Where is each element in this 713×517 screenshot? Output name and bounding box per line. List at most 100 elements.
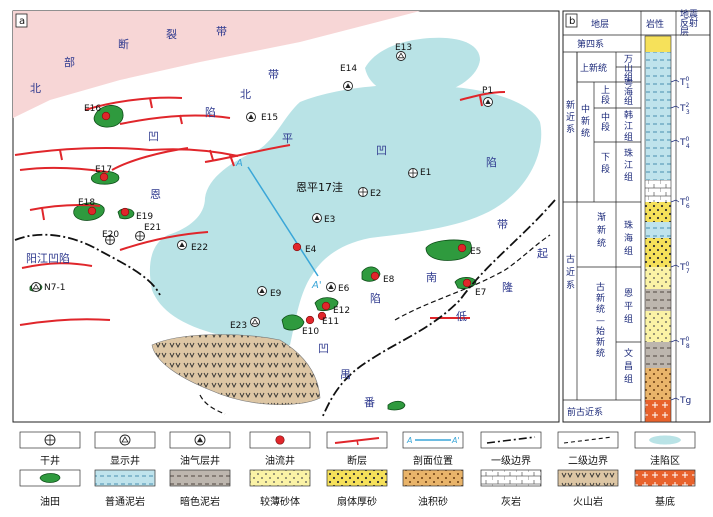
region-label-panyu-low-3: 陷	[370, 291, 381, 305]
header-strata: 地层	[591, 18, 609, 30]
primary-boundary-line	[14, 233, 161, 296]
eocene-label: 古新统—始新统	[596, 281, 605, 359]
well-e22-gas-icon	[177, 240, 187, 250]
north-fault-block	[13, 11, 420, 118]
well-e3-gas-icon	[312, 213, 322, 223]
panel-b-tag: b	[569, 16, 575, 27]
paleogene-label: 古近系	[566, 253, 575, 291]
well-e19-oil-icon	[120, 207, 130, 217]
well-label-e11: E11	[322, 317, 339, 327]
well-label-e22: E22	[191, 243, 208, 253]
region-label-enping-depression-1: 平	[282, 132, 293, 145]
panel-a-tag: a	[19, 16, 25, 27]
legend-label-dry-well: 干井	[40, 454, 60, 467]
region-labels: 北部断裂带带北陷凹恩平凹陷带起隆南低陷凹禺番	[30, 25, 548, 409]
reflector-tick-t1	[670, 79, 680, 83]
legend-item-primary-boundary: 一级边界	[480, 431, 542, 467]
primary-boundary-southeast	[321, 199, 556, 419]
well-e18-oil-icon	[87, 206, 97, 216]
legend-turbidite-icon	[402, 469, 464, 487]
well-e8-oil-icon	[370, 271, 380, 281]
well-e15-gas-icon	[246, 112, 256, 122]
region-label-north-depression-3: 陷	[205, 105, 216, 119]
region-label-north-fault-belt-1: 北	[30, 82, 41, 95]
legend-item-dark-mudstone: 暗色泥岩	[169, 469, 231, 508]
quaternary-label: 第四系	[577, 38, 604, 50]
reflector-tick-tg	[670, 397, 680, 401]
well-label-e13: E13	[395, 43, 412, 53]
well-e9-gas-icon	[257, 286, 267, 296]
legend-label-oil-well: 油流井	[265, 454, 295, 467]
region-label-panyu-low-5: 禺	[340, 368, 351, 381]
well-e5-oil-icon	[457, 243, 467, 253]
volcanic-body	[151, 334, 321, 405]
legend-fault-icon	[326, 431, 388, 449]
region-label-panyu-low-1: 南	[426, 271, 437, 284]
well-label-n7-1: N7-1	[44, 283, 65, 293]
enping-sag-area	[149, 84, 542, 347]
sag-name: 恩平17洼	[296, 180, 343, 194]
formation-hanjiang: 韩江组	[624, 109, 633, 143]
legend-item-common-mudstone: 普通泥岩	[94, 469, 156, 508]
legend-label-primary-boundary: 一级边界	[491, 455, 531, 467]
well-label-e1: E1	[420, 168, 431, 178]
formation-wenchang: 文昌组	[624, 347, 633, 385]
legend-item-secondary-boundary: 二级边界	[557, 431, 619, 467]
formation-wanshan: 万山组	[624, 55, 633, 83]
region-label-enping-depression-3: 陷	[486, 155, 497, 169]
legend-item-depression: 洼陷区	[634, 431, 696, 467]
well-e23-show-icon	[250, 317, 260, 327]
legend-item-oilfield: 油田	[19, 469, 81, 508]
region-label-north-fault-belt-3: 断	[118, 37, 129, 51]
legend-label-turbidite: 浊积砂	[418, 495, 448, 508]
well-label-e15: E15	[261, 113, 278, 123]
legend-volcanic-icon	[557, 469, 619, 487]
wells-layer: E13E14P1E15E16E17E18E19E20E21E22E1E2E3E4…	[31, 43, 493, 337]
pliocene-label: 上新统	[580, 62, 607, 74]
well-e14-gas-icon	[343, 81, 353, 91]
well-label-e20: E20	[102, 230, 119, 240]
legend-item-gas-well: 油气层井	[169, 431, 231, 467]
legend-item-show-well: 显示井	[94, 431, 156, 467]
well-label-e4: E4	[305, 245, 317, 255]
header-seismic: 地震反射层	[680, 8, 698, 38]
legend-label-secondary-boundary: 二级边界	[568, 455, 608, 467]
well-label-e5: E5	[470, 247, 481, 257]
lithology-column	[644, 35, 672, 423]
region-label-north-depression-5: 恩	[150, 188, 161, 201]
pre-paleogene-label: 前古近系	[567, 406, 603, 418]
strat-column-panel: b 地层 岩性 地震反射层	[562, 8, 711, 423]
region-label-panyu-low-4: 凹	[318, 342, 329, 355]
boundary-south-tick	[199, 394, 226, 415]
legend-label-common-mudstone: 普通泥岩	[105, 495, 145, 508]
legend-label-basement: 基底	[655, 495, 675, 508]
legend-depression-icon	[634, 431, 696, 449]
well-e11-oil-icon	[317, 311, 327, 321]
region-label-panyu-low-6: 番	[364, 396, 375, 409]
legend-label-oilfield: 油田	[40, 495, 60, 508]
reflector-tick-t7	[670, 264, 680, 268]
well-e20-dry-icon	[105, 235, 115, 245]
reflector-tick-t8	[670, 339, 680, 343]
legend-label-gas-well: 油气层井	[180, 454, 220, 467]
well-e16-oil-icon	[101, 111, 111, 121]
well-label-e14: E14	[340, 64, 357, 74]
well-label-e23: E23	[230, 321, 247, 331]
legend-label-fan-sand: 扇体厚砂	[337, 495, 377, 508]
well-p1-gas-icon	[483, 97, 493, 107]
column-grid-lines	[563, 11, 677, 422]
formation-yuehai: 粤海组	[624, 77, 633, 107]
yangjiang-label: 阳江凹陷	[26, 251, 70, 265]
formation-enping: 恩平组	[624, 288, 633, 325]
legend-item-volcanic: 火山岩	[557, 469, 619, 508]
legend-label-volcanic: 火山岩	[573, 495, 603, 508]
fault-lines	[14, 91, 506, 326]
legend-item-thin-sand: 较薄砂体	[249, 469, 311, 508]
region-label-north-depression-2: 北	[240, 88, 251, 101]
